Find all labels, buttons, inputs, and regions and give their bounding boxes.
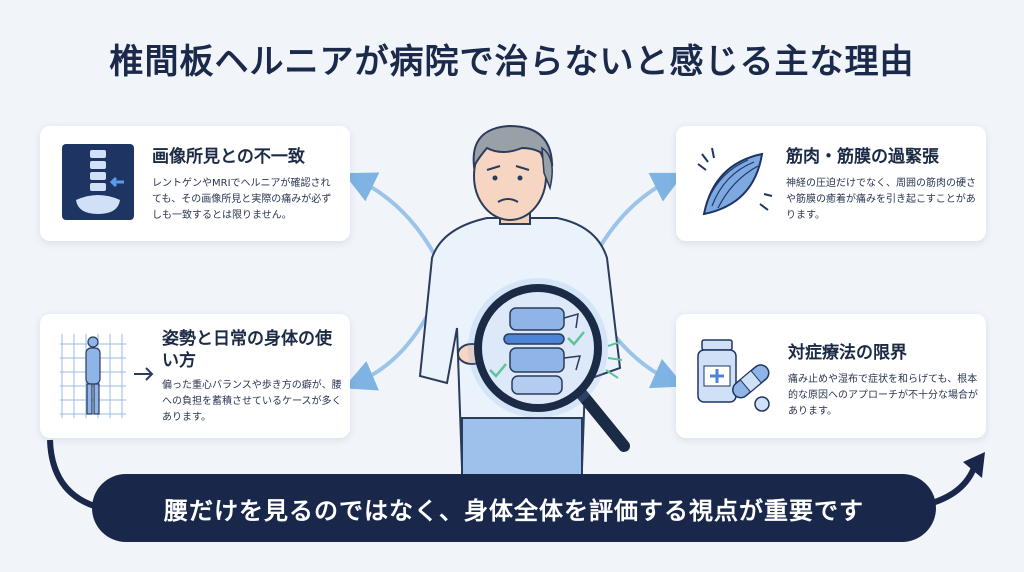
vertebra-top: [509, 307, 565, 331]
card-posture: 姿勢と日常の身体の使い方 偏った重心バランスや歩き方の癖が、腰への負担を蓄積させ…: [40, 314, 350, 438]
medicine-bandage-icon: [696, 336, 776, 416]
person-illustration: [418, 124, 630, 478]
check-mark-left: [489, 363, 507, 378]
spark-lines: [605, 341, 623, 379]
card-imaging-body: レントゲンやMRIでヘルニアが確認されても、その画像所見と実際の痛みが必ずしも一…: [152, 178, 332, 221]
person-eye-right: [517, 175, 523, 181]
spinal-process: [563, 312, 582, 371]
person-brow: [486, 165, 530, 171]
card-imaging-mismatch: 画像所見との不一致 レントゲンやMRIでヘルニアが確認されても、その画像所見と実…: [40, 126, 350, 241]
card-muscle-heading: 筋肉・筋膜の過緊張: [786, 147, 939, 167]
card-imaging-heading: 画像所見との不一致: [152, 147, 305, 167]
card-treatment-heading: 対症療法の限界: [788, 343, 907, 363]
card-muscle-tension: 筋肉・筋膜の過緊張 神経の圧迫だけでなく、周囲の筋肉の硬さや筋膜の癒着が痛みを引…: [676, 126, 986, 241]
posture-grid-icon: [60, 334, 156, 418]
person-mouth: [497, 198, 519, 203]
person-hair-side: [541, 146, 553, 191]
xray-spine-icon: [62, 144, 134, 220]
vertebra-lower: [511, 375, 563, 395]
person-pants: [461, 417, 583, 478]
vertebra-bottom: [509, 347, 565, 373]
disc-herniated: [503, 333, 565, 345]
arrowhead-right: [963, 452, 985, 478]
card-symptomatic-limits: 対症療法の限界 痛み止めや湿布で症状を和らげても、根本的な原因へのアプローチが不…: [676, 314, 986, 438]
card-posture-body: 偏った重心バランスや歩き方の癖が、腰への負担を蓄積させているケースが多くあります…: [162, 380, 342, 423]
check-mark-right: [567, 331, 585, 346]
magnifier-handle: [574, 386, 630, 452]
person-eye-left: [492, 175, 498, 181]
card-treatment-body: 痛み止めや湿布で症状を和らげても、根本的な原因へのアプローチが不十分な場合があり…: [788, 374, 978, 417]
card-posture-heading: 姿勢と日常の身体の使い方: [162, 329, 332, 371]
muscle-fiber-icon: [694, 144, 774, 224]
page-title: 椎間板ヘルニアが病院で治らないと感じる主な理由: [109, 42, 915, 82]
card-muscle-body: 神経の圧迫だけでなく、周囲の筋肉の硬さや筋膜の癒着が痛みを引き起こすことがありま…: [786, 178, 976, 221]
arrow-to-imaging: [343, 172, 442, 266]
conclusion-banner: 腰だけを見るのではなく、身体全体を評価する視点が重要です: [92, 474, 936, 542]
